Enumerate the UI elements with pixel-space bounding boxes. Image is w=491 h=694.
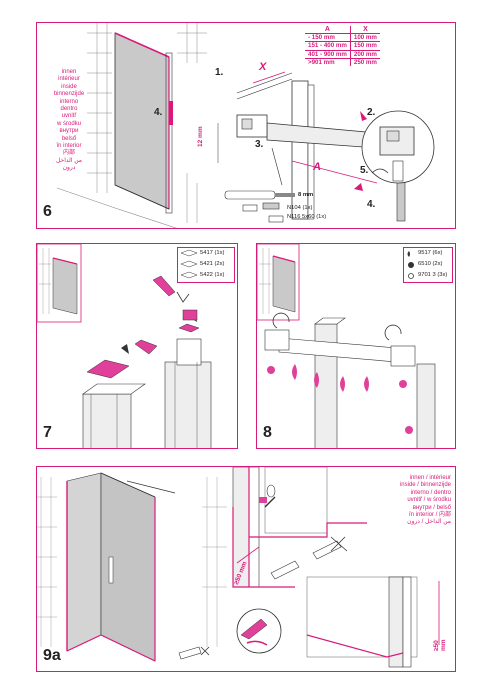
step-7-illustration xyxy=(37,244,212,448)
part-5422: 5422 (1x) xyxy=(200,272,225,278)
inside-label: binnenzijde xyxy=(53,91,85,98)
table-cell: 200 mm xyxy=(349,49,380,59)
callout-4-left: 4. xyxy=(154,107,163,118)
inside-label: внутри xyxy=(59,128,79,135)
inside-label: من الداخل xyxy=(55,157,82,164)
step-9a-panel: innen / intérieur inside / binnenzijde i… xyxy=(36,466,456,672)
inside-label: interno xyxy=(59,98,79,105)
part-97013: 9701 3 (3x) xyxy=(418,272,448,278)
table-header-a: A xyxy=(324,26,330,34)
part-9517: 9517 (6x) xyxy=(418,250,443,256)
inside-label: inside xyxy=(61,83,77,90)
part-n104: N104 (1x) xyxy=(287,205,313,211)
callout-1: 1. xyxy=(215,67,224,78)
parts-icons xyxy=(180,249,198,279)
step-6-illustration xyxy=(56,23,435,228)
inside-label: innen xyxy=(61,69,77,75)
inside-label: درون xyxy=(62,165,76,172)
table-cell: 401 - 900 mm xyxy=(305,49,351,59)
inside-label: în interior xyxy=(56,143,82,150)
step-7-panel: 5417 (1x) 5421 (2x) 5422 (1x) 7 xyxy=(36,243,238,449)
variable-a: A xyxy=(313,161,321,173)
inside-label: 内部 xyxy=(62,150,75,157)
variable-x: X xyxy=(259,61,267,73)
parts-box: 9517 (6x) 6510 (2x) 9701 3 (3x) xyxy=(403,247,453,283)
part-drill-8mm: 8 mm xyxy=(298,192,314,198)
part-n116: N116 5x60 (1x) xyxy=(287,214,327,220)
table-header-x: X xyxy=(349,26,380,34)
table-cell: 150 mm xyxy=(349,41,380,51)
step-number: 8 xyxy=(263,424,272,441)
inside-label: belső xyxy=(61,135,77,142)
table-cell: >901 mm xyxy=(305,57,351,66)
dimension-min-50mm: ≥50 mm xyxy=(433,639,447,651)
part-5417: 5417 (1x) xyxy=(200,250,225,256)
callout-4-right: 4. xyxy=(367,199,376,210)
inside-label: uvnitř xyxy=(61,113,77,120)
inside-label: intérieur xyxy=(58,76,80,83)
step-number: 9a xyxy=(43,647,61,664)
inside-label: внутри / belső xyxy=(412,504,451,511)
inside-label: dentro xyxy=(60,106,78,113)
step-number: 7 xyxy=(43,424,52,441)
inside-label: من الداخل / درون xyxy=(407,519,451,526)
inside-label-list: innen intérieur inside binnenzijde inter… xyxy=(49,69,89,173)
inside-label-list: innen / intérieur inside / binnenzijde i… xyxy=(367,475,451,527)
parts-icons xyxy=(407,251,414,279)
callout-5: 5. xyxy=(360,165,369,176)
step-8-panel: 9517 (6x) 6510 (2x) 9701 3 (3x) 8 xyxy=(256,243,456,449)
inside-label: uvnitř / w środku xyxy=(407,497,451,504)
step-6-panel: innen intérieur inside binnenzijde inter… xyxy=(36,22,456,229)
table-cell: - 150 mm xyxy=(305,33,351,42)
step-9a-illustration xyxy=(37,467,440,668)
part-5421: 5421 (2x) xyxy=(200,261,225,267)
inside-label: interno / dentro xyxy=(410,489,451,496)
parts-box: 5417 (1x) 5421 (2x) 5422 (1x) xyxy=(177,247,235,283)
inside-label: w środku xyxy=(56,120,81,127)
inside-label: în interior / 内部 xyxy=(408,512,451,519)
part-6510: 6510 (2x) xyxy=(418,261,443,267)
step-8-illustration xyxy=(257,244,436,448)
inside-label: inside / binnenzijde xyxy=(399,482,451,489)
dimension-12mm: 12 mm xyxy=(197,126,204,147)
step-number: 6 xyxy=(43,203,52,220)
callout-2: 2. xyxy=(367,107,376,118)
table-cell: 250 mm xyxy=(349,57,380,66)
table-cell: 100 mm xyxy=(349,33,380,42)
callout-3: 3. xyxy=(255,139,264,150)
inside-label: innen / intérieur xyxy=(409,475,451,481)
table-cell: 151 - 400 mm xyxy=(305,41,351,51)
